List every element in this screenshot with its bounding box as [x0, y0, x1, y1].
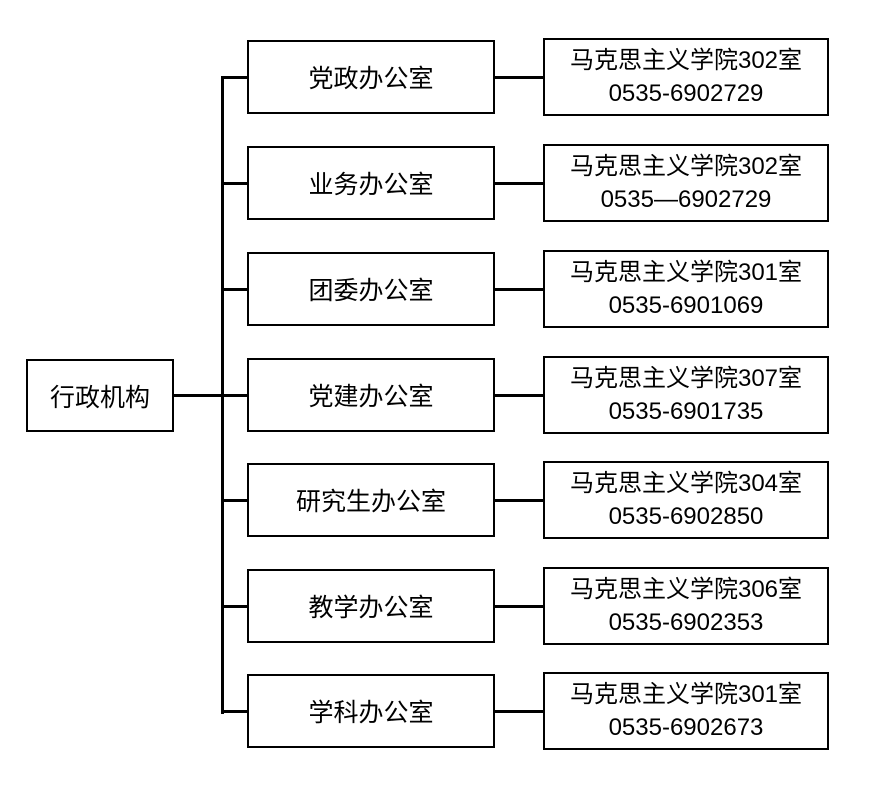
org-row: 教学办公室 马克思主义学院306室 0535-6902353 [222, 567, 829, 645]
office-detail-box: 马克思主义学院302室 0535—6902729 [543, 144, 829, 222]
trunk-to-office-line [222, 710, 247, 713]
office-to-detail-line [495, 76, 543, 79]
trunk-to-office-line [222, 182, 247, 185]
office-detail-box: 马克思主义学院306室 0535-6902353 [543, 567, 829, 645]
office-box: 业务办公室 [247, 146, 495, 220]
trunk-to-office-line [222, 499, 247, 502]
org-row: 团委办公室 马克思主义学院301室 0535-6901069 [222, 250, 829, 328]
root-node-label: 行政机构 [49, 383, 150, 412]
office-detail-box: 马克思主义学院304室 0535-6902850 [543, 461, 829, 539]
office-to-detail-line [495, 288, 543, 291]
office-to-detail-line [495, 182, 543, 185]
office-phone: 0535-6902353 [608, 609, 764, 636]
office-location: 马克思主义学院301室 [569, 259, 803, 286]
org-row: 党建办公室 马克思主义学院307室 0535-6901735 [222, 356, 829, 434]
office-phone: 0535—6902729 [600, 186, 772, 213]
office-phone: 0535-6902729 [608, 80, 764, 107]
office-label: 党政办公室 [308, 65, 434, 93]
trunk-to-office-line [222, 288, 247, 291]
office-phone: 0535-6901069 [608, 292, 764, 319]
office-label: 学科办公室 [308, 699, 434, 727]
office-detail-box: 马克思主义学院301室 0535-6901069 [543, 250, 829, 328]
office-label: 团委办公室 [308, 277, 434, 305]
office-location: 马克思主义学院302室 [569, 153, 803, 180]
office-location: 马克思主义学院304室 [569, 470, 803, 497]
office-phone: 0535-6901735 [608, 398, 764, 425]
office-to-detail-line [495, 499, 543, 502]
org-row: 学科办公室 马克思主义学院301室 0535-6902673 [222, 672, 829, 750]
office-label: 党建办公室 [308, 383, 434, 411]
office-label: 研究生办公室 [295, 488, 446, 516]
office-detail-box: 马克思主义学院307室 0535-6901735 [543, 356, 829, 434]
office-location: 马克思主义学院302室 [569, 47, 803, 74]
office-location: 马克思主义学院307室 [569, 365, 803, 392]
trunk-to-office-line [222, 394, 247, 397]
office-to-detail-line [495, 605, 543, 608]
office-phone: 0535-6902850 [608, 503, 764, 530]
office-label: 业务办公室 [308, 171, 434, 199]
root-node-box: 行政机构 [26, 359, 174, 432]
office-box: 党建办公室 [247, 358, 495, 432]
office-detail-box: 马克思主义学院302室 0535-6902729 [543, 38, 829, 116]
org-row: 业务办公室 马克思主义学院302室 0535—6902729 [222, 144, 829, 222]
org-row: 研究生办公室 马克思主义学院304室 0535-6902850 [222, 461, 829, 539]
office-location: 马克思主义学院301室 [569, 681, 803, 708]
trunk-to-office-line [222, 76, 247, 79]
office-box: 研究生办公室 [247, 463, 495, 537]
office-to-detail-line [495, 710, 543, 713]
office-box: 团委办公室 [247, 252, 495, 326]
office-phone: 0535-6902673 [608, 714, 764, 741]
trunk-to-office-line [222, 605, 247, 608]
office-box: 教学办公室 [247, 569, 495, 643]
office-box: 党政办公室 [247, 40, 495, 114]
root-connector-line [174, 394, 222, 397]
office-detail-box: 马克思主义学院301室 0535-6902673 [543, 672, 829, 750]
office-box: 学科办公室 [247, 674, 495, 748]
office-to-detail-line [495, 394, 543, 397]
office-label: 教学办公室 [308, 594, 434, 622]
office-location: 马克思主义学院306室 [569, 576, 803, 603]
org-row: 党政办公室 马克思主义学院302室 0535-6902729 [222, 38, 829, 116]
